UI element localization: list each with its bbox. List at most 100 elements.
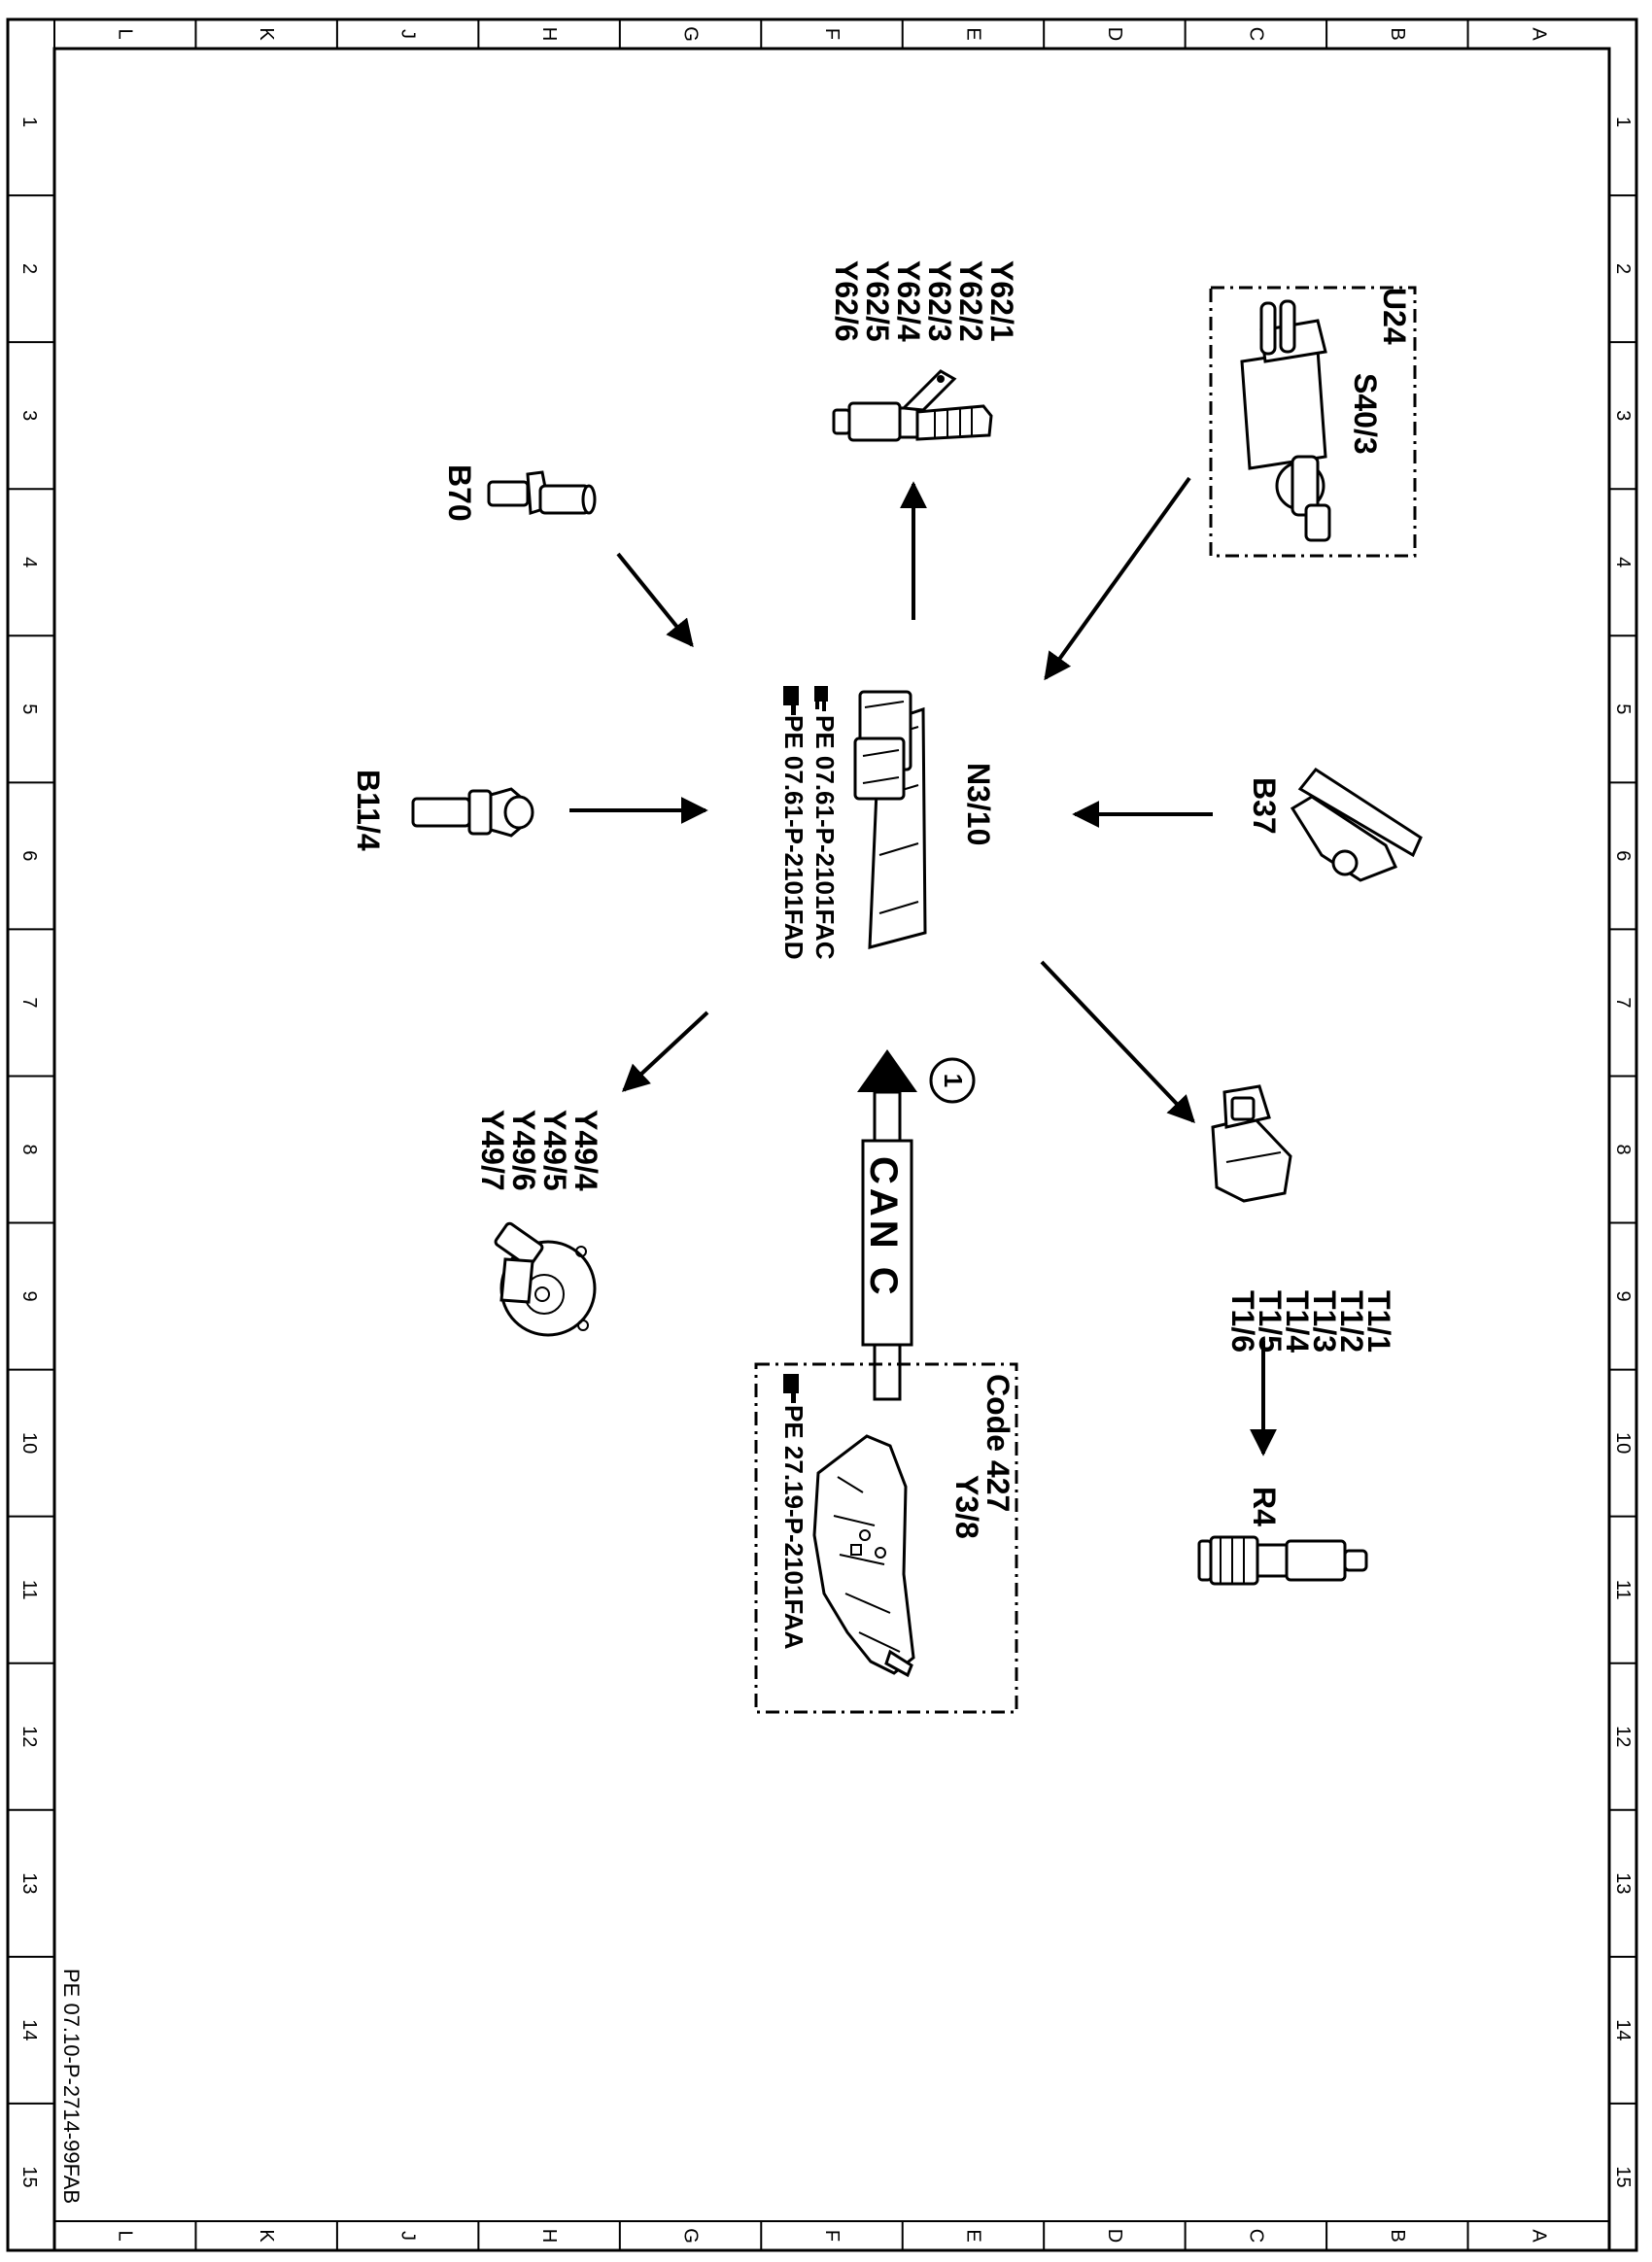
spark-plug-icon [1197, 1535, 1368, 1586]
ignition-coil-group: T1/1 T1/2 T1/3 T1/4 T1/5 T1/6 [1211, 1084, 1396, 1353]
b70-sensor: B70 [442, 464, 597, 522]
ignition-label-5: T1/5 [1253, 1290, 1288, 1353]
ecu-ref-2: PE 07.61-P-2101FAD [779, 715, 809, 959]
ecu-label: N3/10 [961, 763, 996, 845]
u24-s40-3-box: U24 S40/3 [1209, 286, 1417, 558]
ignition-label-1: T1/1 [1361, 1290, 1396, 1353]
ignition-coil-icon [1211, 1084, 1292, 1203]
row-number-left: 5 [18, 703, 40, 714]
row-number-left: 3 [18, 410, 40, 421]
ignition-label-6: T1/6 [1225, 1290, 1260, 1353]
b11-4-label: B11/4 [351, 770, 386, 851]
row-number-right: 7 [1612, 997, 1634, 1008]
code-427-label: Code 427 [981, 1374, 1015, 1512]
ignition-label-2: T1/2 [1334, 1290, 1369, 1353]
ecu-icon [853, 690, 927, 949]
row-number-left: 14 [18, 2019, 40, 2040]
b70-sensor-icon [487, 470, 597, 516]
row-number-left: 11 [18, 1580, 40, 1600]
book-hand-icon [783, 1374, 799, 1403]
row-number-right: 3 [1612, 410, 1634, 421]
accelerator-pedal-icon [1290, 768, 1423, 882]
column-letter-top: L [115, 28, 136, 39]
row-number-right: 10 [1612, 1432, 1634, 1454]
injector-label-5: Y62/5 [860, 260, 895, 342]
column-letter-bottom: F [821, 2230, 843, 2242]
outer-frame [6, 17, 1638, 2252]
row-number-right: 11 [1612, 1580, 1634, 1600]
column-letter-top: A [1528, 27, 1549, 41]
ecu-ref-1: PE 07.61-P-2101FAC [810, 715, 840, 960]
column-letter-bottom: K [256, 2229, 277, 2243]
y3-8-label: Y3/8 [949, 1475, 984, 1539]
r4-label: R4 [1247, 1487, 1282, 1526]
b11-4-sensor: B11/4 [351, 770, 534, 851]
row-number-right: 8 [1612, 1144, 1634, 1154]
row-number-left: 1 [18, 117, 40, 127]
ignition-label-3: T1/3 [1307, 1290, 1342, 1353]
y49-label-5: Y49/5 [537, 1110, 572, 1191]
column-letter-top: K [256, 27, 277, 41]
row-number-left: 6 [18, 850, 40, 861]
injector-icon [832, 369, 993, 442]
injector-label-1: Y62/1 [984, 260, 1019, 342]
column-letter-bottom: D [1104, 2229, 1125, 2243]
row-number-left: 7 [18, 997, 40, 1008]
injector-label-4: Y62/4 [891, 260, 926, 342]
row-number-right: 15 [1612, 2166, 1634, 2187]
inner-frame [52, 47, 1611, 2252]
can-c-label: CAN C [862, 1156, 905, 1299]
injector-label-6: Y62/6 [829, 260, 864, 342]
row-number-left: 15 [18, 2166, 40, 2187]
b11-4-sensor-icon [411, 787, 534, 838]
column-letter-top: B [1387, 27, 1408, 40]
pedal-switch-icon [1240, 299, 1331, 542]
row-number-left: 8 [18, 1144, 40, 1154]
b70-label: B70 [442, 464, 477, 522]
row-number-right: 6 [1612, 850, 1634, 861]
column-letter-bottom: H [538, 2229, 560, 2243]
callout-marker [929, 1057, 976, 1104]
y49-label-7: Y49/7 [475, 1110, 510, 1191]
b37-label: B37 [1247, 777, 1282, 835]
column-letter-top: G [680, 26, 702, 42]
column-letter-bottom: L [115, 2230, 136, 2241]
r4-spark-plug: R4 [1197, 1487, 1368, 1586]
arrow-to-y49 [621, 1011, 709, 1092]
row-number-right: 5 [1612, 703, 1634, 714]
arrow-to-ignition [1040, 960, 1195, 1124]
row-number-right: 1 [1612, 117, 1634, 127]
column-letter-bottom: C [1245, 2229, 1266, 2243]
ignition-label-4: T1/4 [1280, 1290, 1315, 1353]
column-letter-top: D [1104, 27, 1125, 41]
ecu-n3-10: N3/10 PE 07.61-P-2101FAC PE 07.61-P-2101… [779, 686, 996, 960]
signal-arrows [569, 476, 1277, 1457]
column-letter-top: J [397, 29, 419, 39]
column-letter-bottom: G [680, 2228, 702, 2244]
column-letter-top: F [821, 28, 843, 40]
injector-group: Y62/1 Y62/2 Y62/3 Y62/4 Y62/5 Y62/6 [829, 260, 1019, 442]
y49-label-4: Y49/4 [568, 1110, 603, 1191]
row-number-left: 12 [18, 1726, 40, 1747]
row-number-left: 9 [18, 1291, 40, 1302]
row-number-right: 14 [1612, 2019, 1634, 2040]
row-number-left: 2 [18, 263, 40, 274]
column-letter-bottom: A [1528, 2229, 1549, 2243]
column-letter-bottom: E [962, 2229, 983, 2242]
row-number-right: 12 [1612, 1726, 1634, 1747]
camshaft-solenoid-icon [494, 1221, 597, 1337]
callout-marker-number: 1 [939, 1074, 968, 1087]
injector-label-2: Y62/2 [953, 260, 988, 342]
injector-label-3: Y62/3 [922, 260, 957, 342]
row-number-right: 9 [1612, 1291, 1634, 1302]
code-427-box: Code 427 Y3/8 PE 27.19-P-2101FAA [754, 1362, 1018, 1714]
valve-body-icon [812, 1434, 915, 1678]
can-c-bus: CAN C 1 [857, 1049, 976, 1401]
s40-3-label: S40/3 [1348, 373, 1383, 455]
pointing-hand-icon [814, 686, 828, 711]
b37-pedal-sensor: B37 [1247, 768, 1423, 882]
code-427-ref: PE 27.19-P-2101FAA [779, 1405, 809, 1650]
column-letter-top: E [962, 27, 983, 40]
